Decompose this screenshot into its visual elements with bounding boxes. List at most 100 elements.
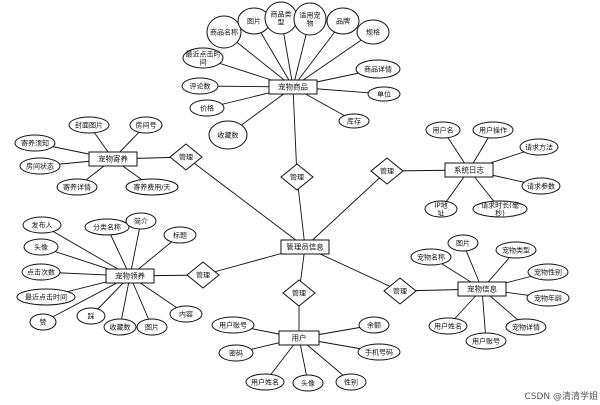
entity-label: 用户 <box>292 333 307 343</box>
attribute-label: 最近点击时间 <box>25 293 67 302</box>
attribute-label: 图片 <box>247 17 261 26</box>
relationship-label: 管理 <box>290 173 304 182</box>
edge-attr-product-5 <box>292 31 374 88</box>
attribute-ellipse <box>424 200 458 218</box>
attribute-syslog-2: 请求方法 <box>519 138 559 156</box>
attribute-label: 请求方法 <box>525 143 553 152</box>
attribute-product-3: 适用宠物 <box>293 2 327 36</box>
attribute-label: 性别 <box>344 378 358 387</box>
attribute-ellipse <box>125 178 179 196</box>
attribute-ellipse <box>14 134 56 152</box>
attribute-product-6: 最近点击时间 <box>182 47 224 69</box>
watermark: CSDN @清清学姐 <box>524 390 598 402</box>
edge-attr-petinfo-6 <box>481 288 487 342</box>
edge-center-r-foster <box>185 156 306 248</box>
entity-label: 宠物商品 <box>278 82 308 92</box>
attribute-label: 赞 <box>40 318 47 327</box>
attribute-adoption-2: 简介 <box>125 212 157 230</box>
attribute-label: 宠物年龄 <box>534 294 562 303</box>
entity-box <box>268 79 318 95</box>
attribute-ellipse <box>425 121 461 139</box>
attribute-label: 简介 <box>134 217 148 226</box>
attribute-label: 收藏数 <box>218 131 239 140</box>
attribute-foster-0: 封面图片 <box>68 116 110 134</box>
attribute-label: 评论数 <box>190 82 211 91</box>
attribute-ellipse <box>527 263 569 281</box>
attribute-ellipse <box>208 120 248 150</box>
entity-petinfo: 宠物信息 <box>457 281 507 297</box>
attribute-syslog-3: 请求参数 <box>521 177 561 195</box>
attribute-label: 最近点击时间 <box>186 50 221 67</box>
attribute-ellipse <box>355 59 401 79</box>
entity-admin: 管理员信息 <box>280 239 330 255</box>
attribute-foster-4: 寄养详情 <box>56 178 98 196</box>
edge-attr-adoption-2 <box>129 220 142 277</box>
attribute-label: 头像 <box>301 379 315 388</box>
attribute-adoption-0: 发布人 <box>22 216 62 234</box>
entity-box <box>457 281 507 297</box>
attribute-adoption-7: 赞 <box>29 313 57 331</box>
attribute-ellipse <box>103 318 137 336</box>
attribute-label: 商品名称 <box>210 28 238 37</box>
attribute-label: 商品类型 <box>271 10 292 27</box>
attribute-label: 余额 <box>367 321 381 330</box>
attribute-label: 内容 <box>179 310 193 319</box>
relationship-diamond <box>280 163 314 191</box>
attribute-ellipse <box>206 15 242 49</box>
attribute-product-9: 收藏数 <box>208 120 248 150</box>
attribute-syslog-5: 请求时长(毫秒) <box>472 200 528 218</box>
relationship-label: 管理 <box>380 167 394 176</box>
attribute-ellipse <box>495 241 537 259</box>
attribute-label: 宠物名称 <box>417 253 445 262</box>
attribute-syslog-1: 用户操作 <box>472 121 514 139</box>
relationship-user: 管理 <box>282 279 316 307</box>
relationship-label: 管理 <box>179 153 193 162</box>
attribute-label: 宠物详情 <box>512 323 540 332</box>
attribute-ellipse <box>447 234 479 252</box>
attribute-ellipse <box>136 318 168 336</box>
attribute-product-10: 商品详情 <box>355 59 401 79</box>
attribute-label: 图片 <box>456 239 470 248</box>
attribute-adoption-5: 点击次数 <box>21 263 61 281</box>
attribute-ellipse <box>189 99 225 117</box>
edge-attr-adoption-7 <box>42 275 131 323</box>
attribute-adoption-8: 踩 <box>76 307 106 325</box>
attribute-label: 寄养须知 <box>21 139 49 148</box>
attribute-petinfo-6: 用户账号 <box>465 332 507 350</box>
attribute-adoption-3: 标题 <box>163 226 197 244</box>
attribute-product-7: 评论数 <box>181 77 219 95</box>
attribute-label: 适用宠物 <box>300 11 321 28</box>
attribute-ellipse <box>292 374 324 392</box>
attribute-label: 标题 <box>173 231 187 240</box>
attribute-label: 收藏数 <box>110 323 131 332</box>
attribute-syslog-4: IP地址 <box>424 200 458 218</box>
attribute-ellipse <box>338 113 370 129</box>
attribute-ellipse <box>19 157 61 175</box>
attribute-ellipse <box>367 86 401 102</box>
attribute-ellipse <box>428 317 468 335</box>
entity-label: 系统日志 <box>454 165 484 175</box>
entity-box <box>105 268 155 284</box>
attribute-product-11: 单位 <box>367 86 401 102</box>
edge-attr-adoption-10 <box>129 275 153 328</box>
attribute-label: 房间号 <box>136 121 157 130</box>
attribute-adoption-9: 收藏数 <box>103 318 137 336</box>
diagram-nodes: 商品名称图片商品类型适用宠物品牌规格最近点击时间评论数价格收藏数商品详情单位库存… <box>14 1 570 392</box>
attribute-ellipse <box>16 288 76 306</box>
attribute-petinfo-0: 图片 <box>447 234 479 252</box>
attribute-label: 宠物性别 <box>534 268 562 277</box>
entity-box <box>444 162 494 178</box>
relationship-label: 管理 <box>196 271 210 280</box>
attribute-label: 发布人 <box>32 221 53 230</box>
entity-label: 宠物信息 <box>467 284 497 294</box>
attribute-label: 头像 <box>34 243 48 252</box>
attribute-label: 用户账号 <box>472 337 500 346</box>
relationship-diamond <box>186 261 220 289</box>
attribute-foster-3: 房间状态 <box>19 157 61 175</box>
attribute-label: 手机号码 <box>365 348 393 357</box>
attribute-ellipse <box>410 248 452 266</box>
edge-attr-adoption-0 <box>41 224 131 277</box>
attribute-user-0: 用户账号 <box>211 316 255 334</box>
attribute-ellipse <box>23 238 59 256</box>
entity-box <box>278 330 320 346</box>
